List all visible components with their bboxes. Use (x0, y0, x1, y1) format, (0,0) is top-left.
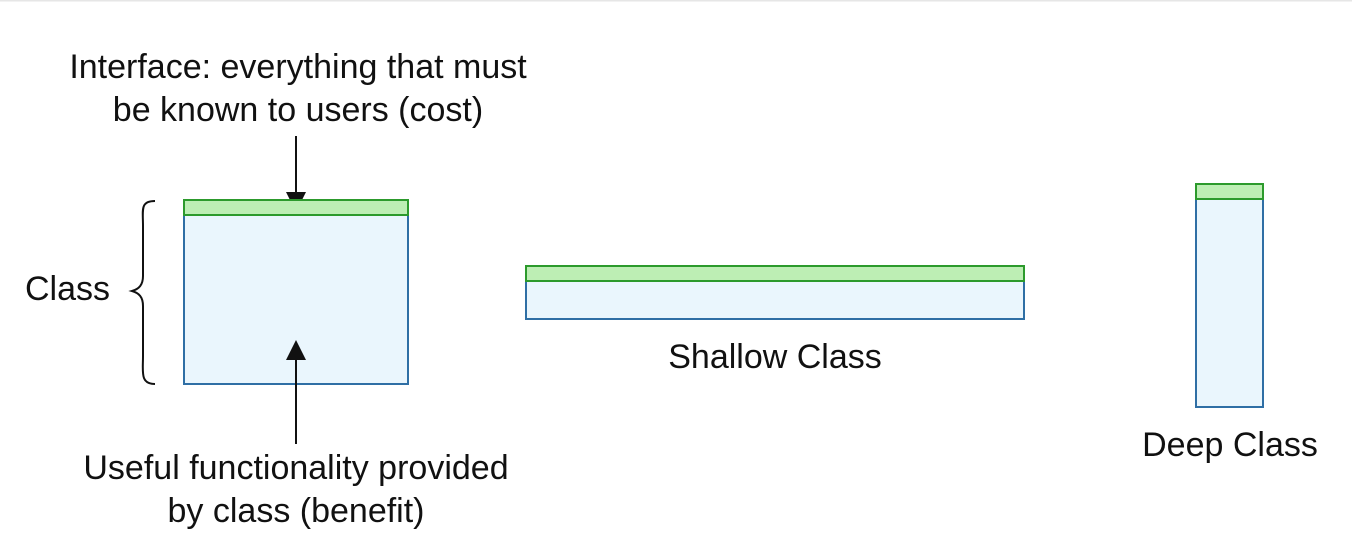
interface-label-continued: be known to users (cost) (113, 91, 483, 129)
shallow-class-interface (525, 265, 1025, 282)
shallow-class-body (525, 279, 1025, 320)
example-class-interface (183, 199, 409, 216)
functionality-label-line-2: by class (benefit) (168, 492, 425, 530)
interface-label-line-2: be known to users (cost) (113, 91, 483, 129)
deep-class-label: Deep Class (1142, 426, 1318, 464)
deep-class-body (1195, 197, 1264, 408)
functionality-label: Useful functionality provided (83, 449, 508, 487)
class-label: Class (25, 270, 110, 308)
interface-label-line-1: Interface: everything that must (69, 48, 527, 86)
interface-label: Interface: everything that must (69, 48, 527, 86)
functionality-label-line-1: Useful functionality provided (83, 449, 508, 487)
deep-class-interface (1195, 183, 1264, 200)
functionality-label-continued: by class (benefit) (168, 492, 425, 530)
shallow-class-label: Shallow Class (668, 338, 882, 376)
class-brace (128, 200, 156, 385)
